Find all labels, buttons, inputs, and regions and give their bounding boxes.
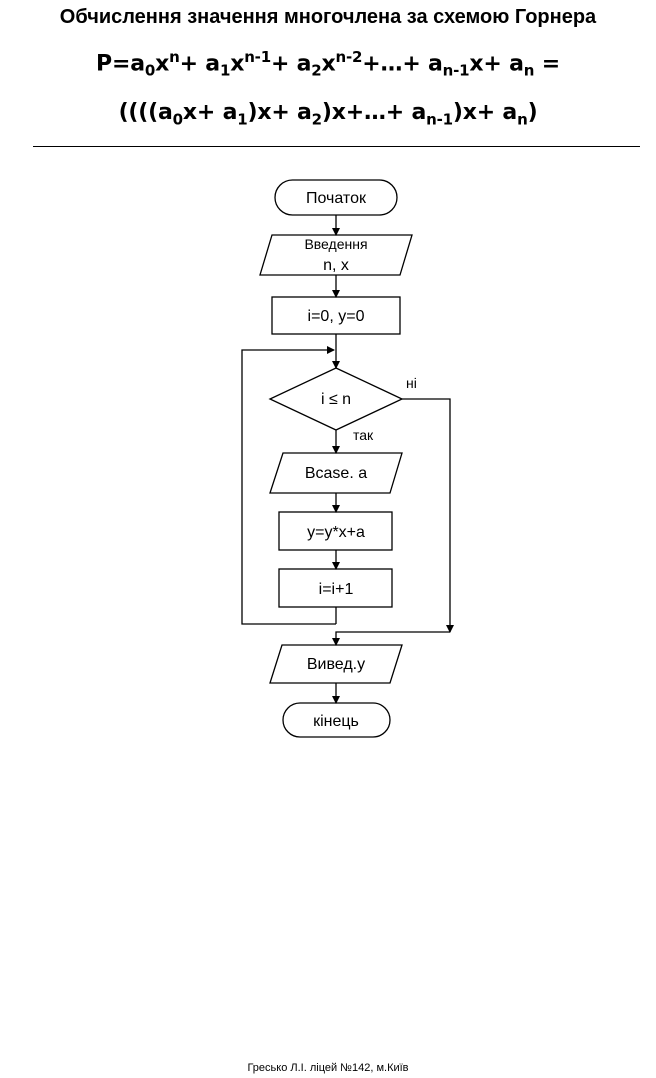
no-branch-line — [402, 398, 454, 633]
output-parallelogram — [269, 644, 403, 684]
read-a-parallelogram — [269, 452, 403, 494]
increment-label: i=i+1 — [319, 581, 354, 598]
end-terminator — [282, 702, 391, 738]
end-label: кінець — [313, 713, 359, 730]
condition-label: i ≤ n — [321, 391, 351, 408]
merge-line — [332, 631, 450, 646]
divider-line — [33, 146, 640, 147]
page-title: Обчислення значення многочлена за схемою… — [59, 6, 597, 28]
loop-back-line — [241, 346, 336, 625]
no-label: ні — [406, 375, 417, 391]
read-a-label: Вcase. a — [305, 465, 367, 482]
compute-label: y=y*x+a — [307, 524, 365, 541]
input-label-line1: Введення — [304, 236, 367, 252]
init-label: i=0, y=0 — [308, 308, 365, 325]
polynomial-formula: P=a0xn+ a1xn-1+ a2xn-2+…+ an-1x+ an = — [96, 48, 560, 80]
output-label: Вивед.у — [307, 656, 365, 673]
input-label-line2: n, x — [323, 257, 349, 274]
start-label: Початок — [306, 190, 367, 207]
horner-formula: ((((a0x+ a1)x+ a2)x+…+ an-1)x+ an) — [118, 100, 538, 129]
yes-label: так — [353, 427, 374, 443]
footer-author: Гресько Л.І. ліцей №142, м.Київ — [247, 1062, 409, 1074]
input-parallelogram — [259, 234, 413, 276]
